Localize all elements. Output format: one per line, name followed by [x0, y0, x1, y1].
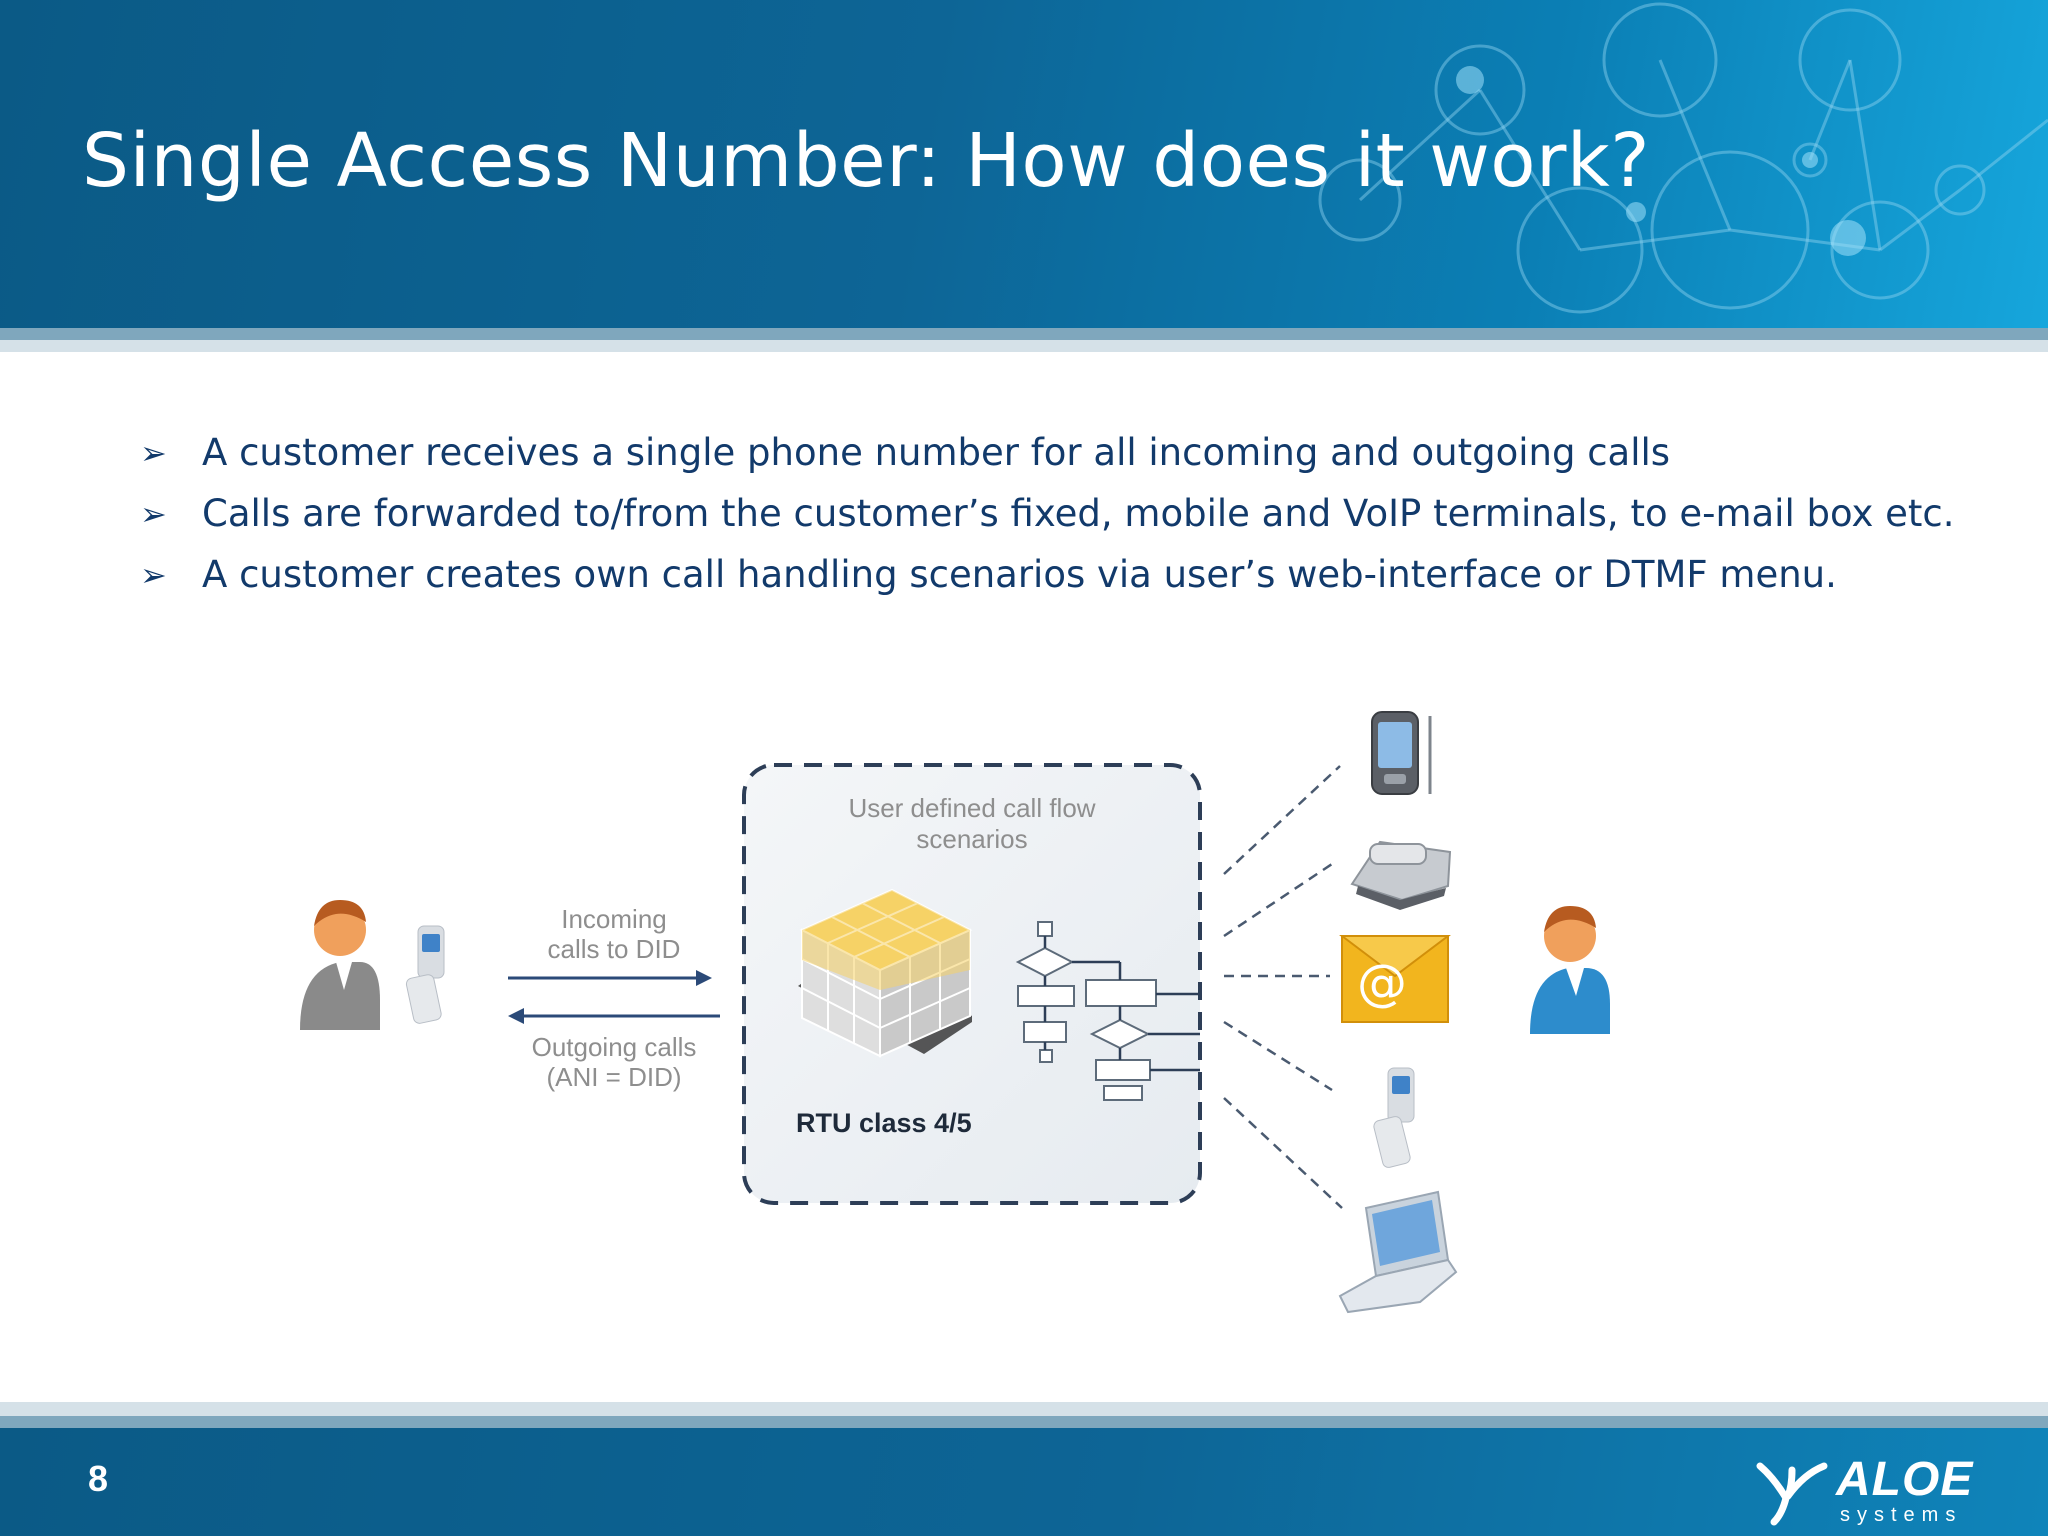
outgoing-label: Outgoing calls	[532, 1032, 697, 1062]
outgoing-label-2: (ANI = DID)	[546, 1062, 681, 1092]
rtu-label: RTU class 4/5	[796, 1108, 972, 1138]
arrow-bullet-icon: ➢	[140, 495, 167, 533]
aloe-leaf-icon	[1756, 1462, 1828, 1526]
mobile-phone-icon	[1373, 1067, 1415, 1168]
flowchart-icon	[1015, 921, 1200, 1101]
rtu-box	[742, 763, 1202, 1205]
terminal-connections	[1223, 765, 1343, 1209]
pda-phone-icon	[1371, 711, 1432, 795]
customer-person-icon	[1530, 906, 1610, 1034]
incoming-label: Incoming	[561, 904, 667, 934]
footer-divider	[0, 1416, 2048, 1428]
incoming-label-2: calls to DID	[548, 934, 681, 964]
header-divider	[0, 328, 2048, 340]
laptop-icon	[1338, 1190, 1458, 1314]
bullet-item: ➢ A customer creates own call handling s…	[140, 550, 2000, 600]
slide-footer	[0, 1428, 2048, 1536]
outgoing-arrow	[508, 1008, 720, 1024]
logo-name: ALOE	[1836, 1453, 1974, 1506]
footer-divider-light	[0, 1402, 2048, 1416]
bullet-text: Calls are forwarded to/from the customer…	[202, 492, 1955, 535]
email-icon: @	[1339, 935, 1451, 1023]
arrow-bullet-icon: ➢	[140, 434, 167, 472]
scenarios-label-2: scenarios	[916, 824, 1027, 854]
rtu-cube-icon	[798, 888, 973, 1058]
bullet-text: A customer receives a single phone numbe…	[202, 431, 1671, 474]
bullet-item: ➢ A customer receives a single phone num…	[140, 428, 2000, 478]
arrow-bullet-icon: ➢	[140, 556, 167, 594]
email-at-symbol: @	[1357, 954, 1407, 1012]
header-divider-light	[0, 340, 2048, 352]
bullet-list: ➢ A customer receives a single phone num…	[140, 428, 2000, 611]
logo-subtitle: systems	[1840, 1504, 1963, 1526]
aloe-logo: ALOE systems	[1752, 1452, 1972, 1528]
incoming-arrow	[508, 970, 712, 986]
molecule-decoration	[1318, 2, 2048, 314]
flip-phone-icon	[405, 925, 445, 1024]
scenarios-label: User defined call flow	[848, 793, 1095, 823]
bullet-item: ➢ Calls are forwarded to/from the custom…	[140, 489, 2000, 539]
page-number: 8	[88, 1458, 109, 1499]
bullet-text: A customer creates own call handling sce…	[202, 553, 1837, 596]
caller-person-icon	[300, 900, 380, 1030]
call-flow-diagram: Incoming calls to DID Outgoing calls (AN…	[300, 711, 1610, 1314]
slide-header: Single Access Number: How does it work?	[0, 0, 2048, 328]
desk-phone-icon	[1350, 840, 1452, 910]
slide-title: Single Access Number: How does it work?	[82, 118, 1651, 204]
